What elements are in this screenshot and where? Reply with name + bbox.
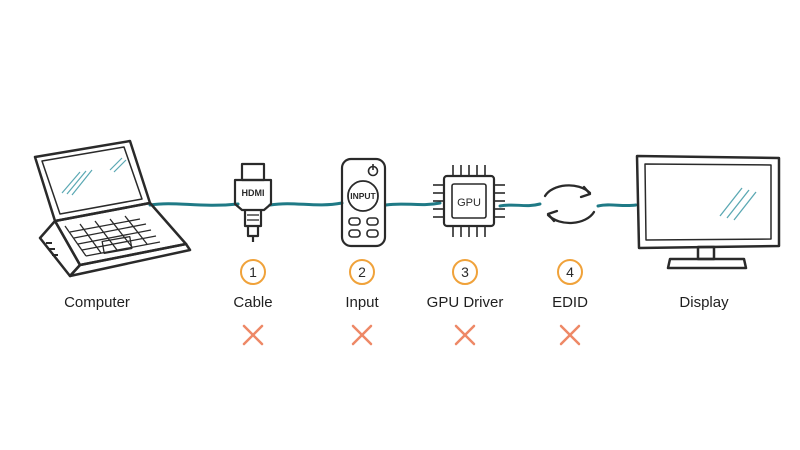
- step-label-edid: EDID: [552, 294, 588, 311]
- handshake-arrows-icon: [543, 184, 596, 225]
- line-segment-gpu-edid: [498, 202, 542, 208]
- hdmi-icon-text: HDMI: [242, 188, 265, 198]
- computer-label: Computer: [64, 294, 130, 311]
- line-segment-cable-input: [268, 201, 344, 207]
- step-label-cable: Cable: [233, 294, 273, 311]
- step-label-gpu-driver: GPU Driver: [426, 294, 504, 311]
- step-badge-1: 1: [240, 259, 266, 285]
- line-segment-edid-display: [596, 203, 638, 208]
- monitor-icon: [635, 154, 781, 270]
- laptop-icon: [33, 139, 192, 278]
- connection-line: [148, 201, 638, 208]
- step-badge-2: 2: [349, 259, 375, 285]
- fail-x-icon-3: [454, 324, 476, 346]
- fail-x-icon-2: [351, 324, 373, 346]
- step-badge-4: 4: [557, 259, 583, 285]
- gpu-chip-icon: GPU: [433, 165, 505, 237]
- remote-input-text: INPUT: [350, 191, 376, 201]
- step-badge-3: 3: [452, 259, 478, 285]
- step-label-input: Input: [345, 294, 379, 311]
- gpu-icon-text: GPU: [457, 197, 481, 209]
- line-segment-computer-cable: [148, 202, 240, 207]
- fail-x-icon-4: [559, 324, 581, 346]
- hdmi-connector-icon: HDMI: [233, 162, 273, 242]
- line-segment-input-gpu: [384, 201, 442, 207]
- remote-control-icon: INPUT: [340, 157, 387, 248]
- display-label: Display: [679, 294, 729, 311]
- fail-x-icon-1: [242, 324, 264, 346]
